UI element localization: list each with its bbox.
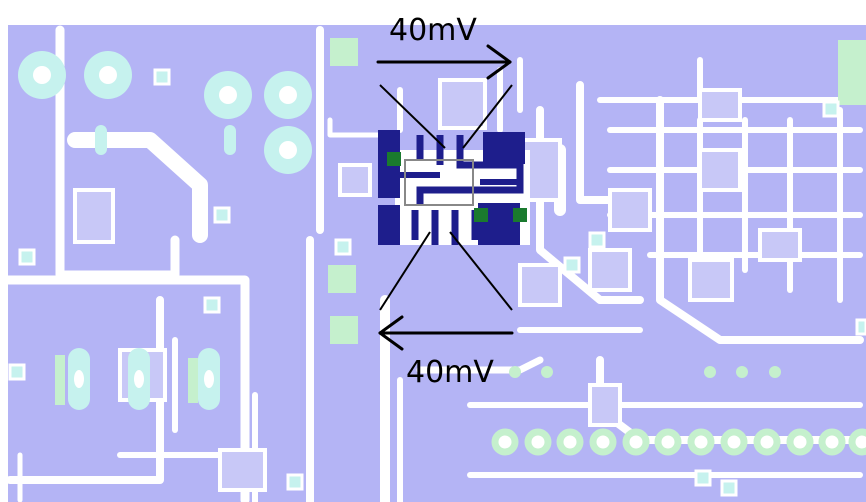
copper-islands: [73, 78, 802, 492]
annotation-lines: [379, 84, 513, 311]
top-arrow-head: [486, 44, 512, 80]
through-hole-drills: [33, 66, 297, 388]
top-voltage-label: 40mV: [389, 13, 477, 48]
ic-trace-mid: [400, 172, 520, 185]
annotation-arrows: [376, 44, 514, 351]
bottom-arrow-head: [378, 315, 404, 351]
ic-pad-right-top: [483, 132, 525, 164]
vias: [8, 68, 866, 497]
pin-header-row: [491, 428, 866, 456]
ic-outline: [404, 159, 474, 206]
ic-pad-left-bottom: [378, 205, 400, 245]
ic-footprint: [378, 130, 530, 245]
bottom-voltage-label: 40mV: [406, 355, 494, 390]
ic-trace-bottom: [411, 210, 479, 245]
smd-pads-green: [55, 38, 866, 405]
via-dots: [509, 366, 781, 378]
